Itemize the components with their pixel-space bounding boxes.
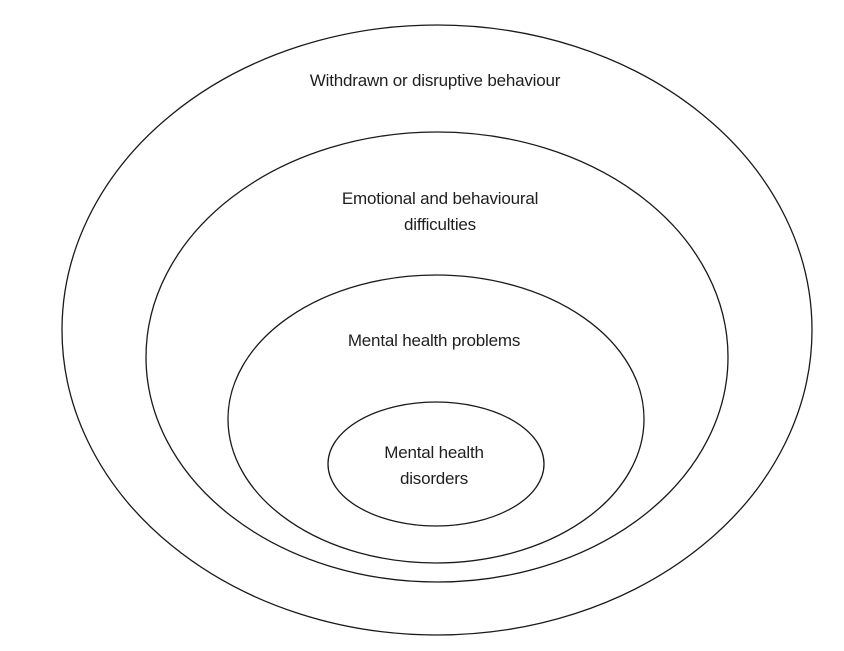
- inner-ring: [327, 401, 545, 527]
- outer-ring-label-text: Withdrawn or disruptive behaviour: [309, 71, 561, 90]
- inner-ring-label: Mental health disorders: [334, 440, 534, 492]
- inner-ring-label-line1: Mental health: [384, 443, 484, 462]
- second-ring-label-line1: Emotional and behavioural: [341, 189, 539, 208]
- third-ring: [227, 274, 645, 564]
- third-ring-label-text: Mental health problems: [347, 331, 521, 350]
- second-ring-label-line2: difficulties: [404, 215, 476, 234]
- second-ring: [145, 131, 729, 583]
- outer-ring-label: Withdrawn or disruptive behaviour: [235, 68, 635, 94]
- second-ring-label: Emotional and behavioural difficulties: [290, 186, 590, 238]
- inner-ring-label-line2: disorders: [399, 469, 469, 488]
- outer-ring: [61, 24, 813, 636]
- third-ring-label: Mental health problems: [284, 328, 584, 354]
